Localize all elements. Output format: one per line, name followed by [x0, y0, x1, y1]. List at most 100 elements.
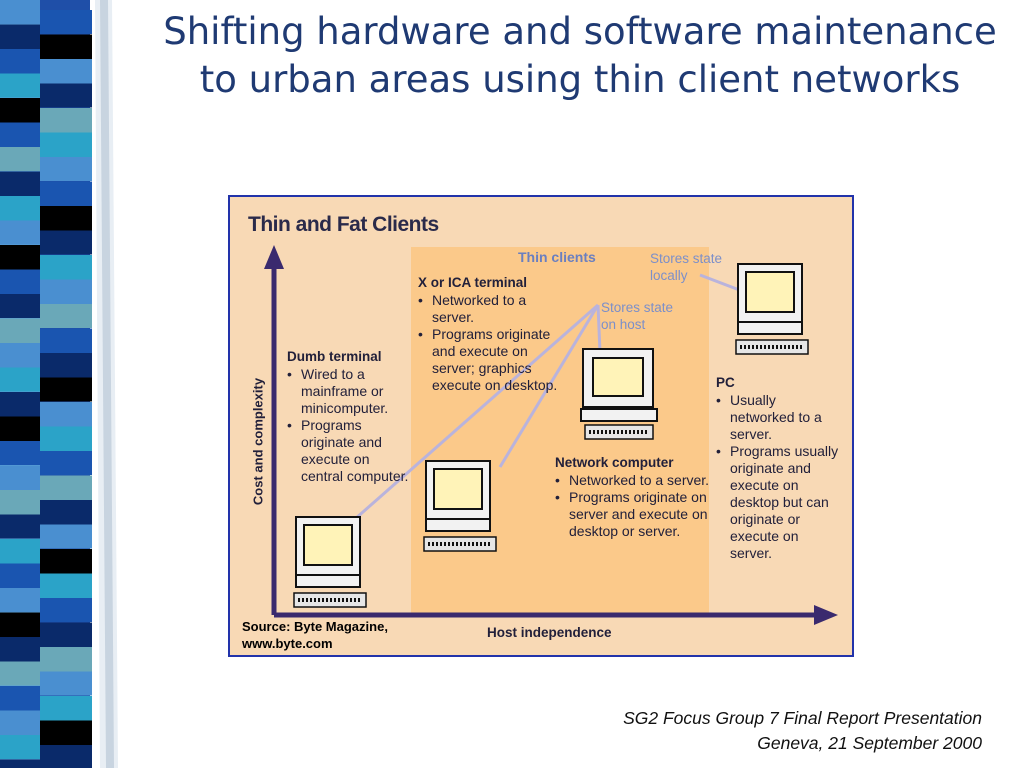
sidebar-stripe: [40, 402, 92, 428]
thin-fat-clients-figure: Thin and Fat Clients Thin clients Stores…: [228, 195, 854, 657]
figure-graphics: [264, 245, 838, 625]
sidebar-stripe: [40, 255, 92, 281]
sidebar-stripe: [0, 539, 40, 565]
sidebar-stripe: [0, 245, 40, 271]
sidebar-stripe: [0, 514, 40, 539]
network-computer-heading: Network computer: [555, 455, 674, 470]
sidebar-stripe: [40, 230, 92, 255]
sidebar-stripe: [0, 612, 40, 639]
sidebar-stripe: [0, 441, 40, 465]
pc-heading: PC: [716, 375, 735, 390]
sidebar-stripe: [0, 490, 40, 518]
sidebar-stripe: [40, 132, 92, 161]
note-stores-on-host: Stores state on host: [601, 299, 673, 333]
sidebar-stripe: [0, 686, 40, 712]
sidebar-stripe: [0, 49, 40, 77]
source-line: www.byte.com: [242, 636, 333, 651]
bullet-item: Programs originate on server and execute…: [555, 489, 715, 540]
connector-nc-to-host: [596, 304, 602, 353]
sidebar-stripe: [0, 563, 40, 592]
sidebar-stripe: [40, 451, 92, 475]
dumb-terminal-icon: [293, 516, 367, 608]
slide-title: Shifting hardware and software maintenan…: [163, 10, 997, 101]
source-citation: Source: Byte Magazine, www.byte.com: [242, 618, 388, 652]
network-computer-icon: [580, 348, 658, 440]
sidebar-stripe: [0, 196, 40, 224]
network-computer-bullets: Networked to a server. Programs originat…: [555, 472, 715, 540]
connector-pc-to-local: [699, 273, 743, 293]
sidebar-stripe: [0, 122, 40, 151]
sidebar-stripe: [0, 171, 40, 198]
sidebar-stripe: [40, 622, 92, 649]
sidebar-stripe: [40, 10, 92, 34]
axes: [264, 245, 838, 625]
thin-clients-label: Thin clients: [518, 249, 596, 265]
ica-terminal-heading: X or ICA terminal: [418, 275, 528, 290]
sidebar-stripe: [40, 108, 92, 134]
sidebar-stripe: [0, 318, 40, 345]
sidebar-stripe: [40, 671, 92, 696]
sidebar-stripe: [0, 416, 40, 445]
sidebar-stripe: [0, 392, 40, 418]
sidebar-stripe: [40, 745, 92, 768]
sidebar-stripe: [0, 73, 40, 98]
source-line: Source: Byte Magazine,: [242, 619, 388, 634]
dumb-terminal-heading: Dumb terminal: [287, 349, 382, 364]
sidebar-stripe: [40, 549, 92, 575]
sidebar-stripe: [0, 220, 40, 245]
ica-terminal-bullets: Networked to a server. Programs originat…: [418, 292, 558, 394]
sidebar-stripe: [0, 759, 40, 768]
bullet-item: Programs originate and execute on server…: [418, 326, 558, 394]
note-line: on host: [601, 317, 646, 332]
sidebar-stripe: [40, 83, 92, 108]
sidebar-stripe: [40, 34, 92, 61]
pc-icon: [735, 263, 809, 355]
slide-footer: SG2 Focus Group 7 Final Report Presentat…: [623, 706, 982, 756]
sidebar-stripe: [40, 377, 92, 402]
sidebar-stripe: [0, 98, 40, 124]
sidebar-stripe: [0, 735, 40, 759]
ica-terminal-icon: [423, 460, 497, 552]
sidebar-decoration: [0, 0, 118, 768]
sidebar-stripe: [0, 24, 40, 51]
y-axis-label: Cost and complexity: [250, 377, 266, 506]
note-line: locally: [650, 268, 688, 283]
note-line: Stores state: [601, 300, 674, 315]
sidebar-stripe: [40, 426, 92, 455]
bullet-item: Programs usually originate and execute o…: [716, 443, 841, 562]
sidebar-stripe: [0, 147, 40, 171]
sidebar-stripe: [0, 588, 40, 612]
sidebar-stripe: [40, 598, 92, 622]
sidebar-stripe: [40, 181, 92, 208]
sidebar-stripe: [0, 0, 40, 24]
sidebar-stripe: [40, 500, 92, 528]
sidebar-stripe: [40, 279, 92, 308]
sidebar-stripe: [0, 465, 40, 492]
bullet-item: Networked to a server.: [418, 292, 558, 326]
sidebar-stripe: [0, 661, 40, 686]
sidebar-stripe: [0, 710, 40, 739]
sidebar-stripe: [40, 328, 92, 355]
bullet-item: Usually networked to a server.: [716, 392, 841, 443]
sidebar-stripe: [40, 647, 92, 675]
footer-line-1: SG2 Focus Group 7 Final Report Presentat…: [623, 708, 982, 728]
sidebar-stripe: [40, 353, 92, 381]
bullet-item: Networked to a server.: [555, 472, 715, 489]
pc-bullets: Usually networked to a server. Programs …: [716, 392, 841, 562]
sidebar-stripe: [0, 367, 40, 392]
sidebar-stripe: [40, 573, 92, 602]
sidebar-stripe: [40, 696, 92, 722]
sidebar-stripe: [40, 475, 92, 502]
note-line: Stores state: [650, 251, 723, 266]
sidebar-stripe: [40, 720, 92, 749]
x-axis-label: Host independence: [487, 625, 612, 640]
sidebar-stripe: [40, 59, 92, 87]
dumb-terminal-bullets: Wired to a mainframe or minicomputer. Pr…: [287, 366, 412, 485]
y-axis-arrowhead: [264, 245, 284, 269]
note-stores-locally: Stores state locally: [650, 250, 722, 284]
figure-title: Thin and Fat Clients: [248, 213, 439, 236]
footer-line-2: Geneva, 21 September 2000: [757, 733, 982, 753]
bullet-item: Wired to a mainframe or minicomputer.: [287, 366, 412, 417]
sidebar-stripe: [40, 206, 92, 234]
sidebar-stripe: [40, 524, 92, 549]
